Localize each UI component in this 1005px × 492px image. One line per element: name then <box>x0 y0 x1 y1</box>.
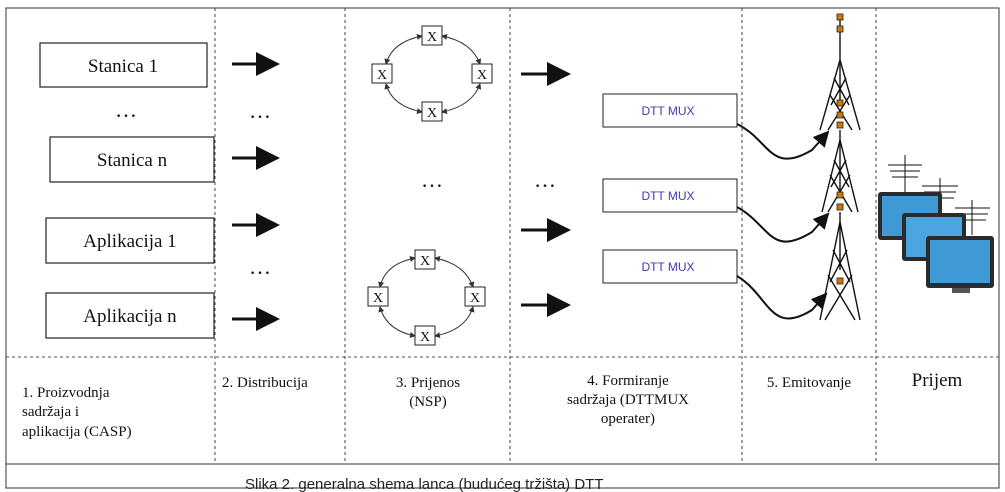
column-label-6: Prijem <box>912 370 963 391</box>
svg-text:2. Distribucija: 2. Distribucija <box>222 375 308 391</box>
switch-node: X <box>421 101 443 122</box>
svg-text:aplikacija (CASP): aplikacija (CASP) <box>22 424 132 440</box>
column-label-4: 4. Formiranje sadržaja (DTTMUX operater) <box>567 373 689 427</box>
source-box-4: Aplikacija n <box>45 292 215 339</box>
distribution-arrows <box>232 52 280 331</box>
column-label-3: 3. Prijenos (NSP) <box>396 375 460 410</box>
outer-frame <box>5 7 1000 489</box>
svg-text:X: X <box>420 330 430 345</box>
switch-node: X <box>414 325 436 346</box>
svg-text:3. Prijenos: 3. Prijenos <box>396 375 460 391</box>
column-label-2: 2. Distribucija <box>222 375 308 391</box>
svg-text:sadržaja (DTTMUX: sadržaja (DTTMUX <box>567 392 689 408</box>
mux-label: DTT MUX <box>641 104 694 118</box>
svg-text:X: X <box>377 68 387 83</box>
svg-text:sadržaja i: sadržaja i <box>22 404 79 420</box>
switch-node: X <box>471 63 493 84</box>
svg-text:operater): operater) <box>601 411 655 427</box>
mux-box-2: DTT MUX <box>602 178 738 213</box>
mux-box-3: DTT MUX <box>602 249 738 284</box>
svg-text:X: X <box>427 30 437 45</box>
column-label-1: 1. Proizvodnja sadržaja i aplikacija (CA… <box>22 385 132 440</box>
ellipsis: … <box>534 167 556 192</box>
svg-text:X: X <box>427 106 437 121</box>
ellipsis: … <box>249 254 271 279</box>
transport-arrows <box>521 62 571 317</box>
ellipsis: … <box>421 167 443 192</box>
source-label: Aplikacija 1 <box>83 231 176 252</box>
tv-icon <box>926 236 994 293</box>
switch-node: X <box>464 286 486 307</box>
switch-node: X <box>371 63 393 84</box>
svg-text:X: X <box>470 291 480 306</box>
figure-caption: Slika 2. generalna shema lanca (budućeg … <box>245 476 604 492</box>
mux-box-1: DTT MUX <box>602 93 738 128</box>
column-dividers <box>214 8 877 464</box>
svg-text:X: X <box>420 254 430 269</box>
source-box-2: Stanica n <box>49 136 215 183</box>
svg-text:(NSP): (NSP) <box>409 394 447 410</box>
source-box-1: Stanica 1 <box>39 42 208 88</box>
ellipsis: … <box>249 98 271 123</box>
switch-node: X <box>367 286 389 307</box>
source-label: Stanica n <box>97 150 168 171</box>
svg-text:X: X <box>373 291 383 306</box>
svg-text:4. Formiranje: 4. Formiranje <box>587 373 669 389</box>
svg-text:X: X <box>477 68 487 83</box>
mux-label: DTT MUX <box>641 260 694 274</box>
ellipsis: … <box>115 97 137 122</box>
switch-node: X <box>421 25 443 46</box>
mux-label: DTT MUX <box>641 189 694 203</box>
switch-node: X <box>414 249 436 270</box>
switch-ring-top: X X X X <box>371 25 493 122</box>
column-label-5: 5. Emitovanje <box>767 375 851 391</box>
svg-text:Prijem: Prijem <box>912 370 963 391</box>
source-label: Stanica 1 <box>88 56 158 77</box>
svg-text:1. Proizvodnja: 1. Proizvodnja <box>22 385 110 401</box>
source-box-3: Aplikacija 1 <box>45 217 215 264</box>
source-label: Aplikacija n <box>83 306 177 327</box>
transmitter-tower <box>819 14 861 321</box>
tower-lights <box>836 13 844 285</box>
reception-tvs <box>878 155 994 293</box>
switch-ring-bottom: X X X X <box>367 249 486 346</box>
mux-to-tower-links <box>736 123 830 320</box>
svg-text:5. Emitovanje: 5. Emitovanje <box>767 375 851 391</box>
